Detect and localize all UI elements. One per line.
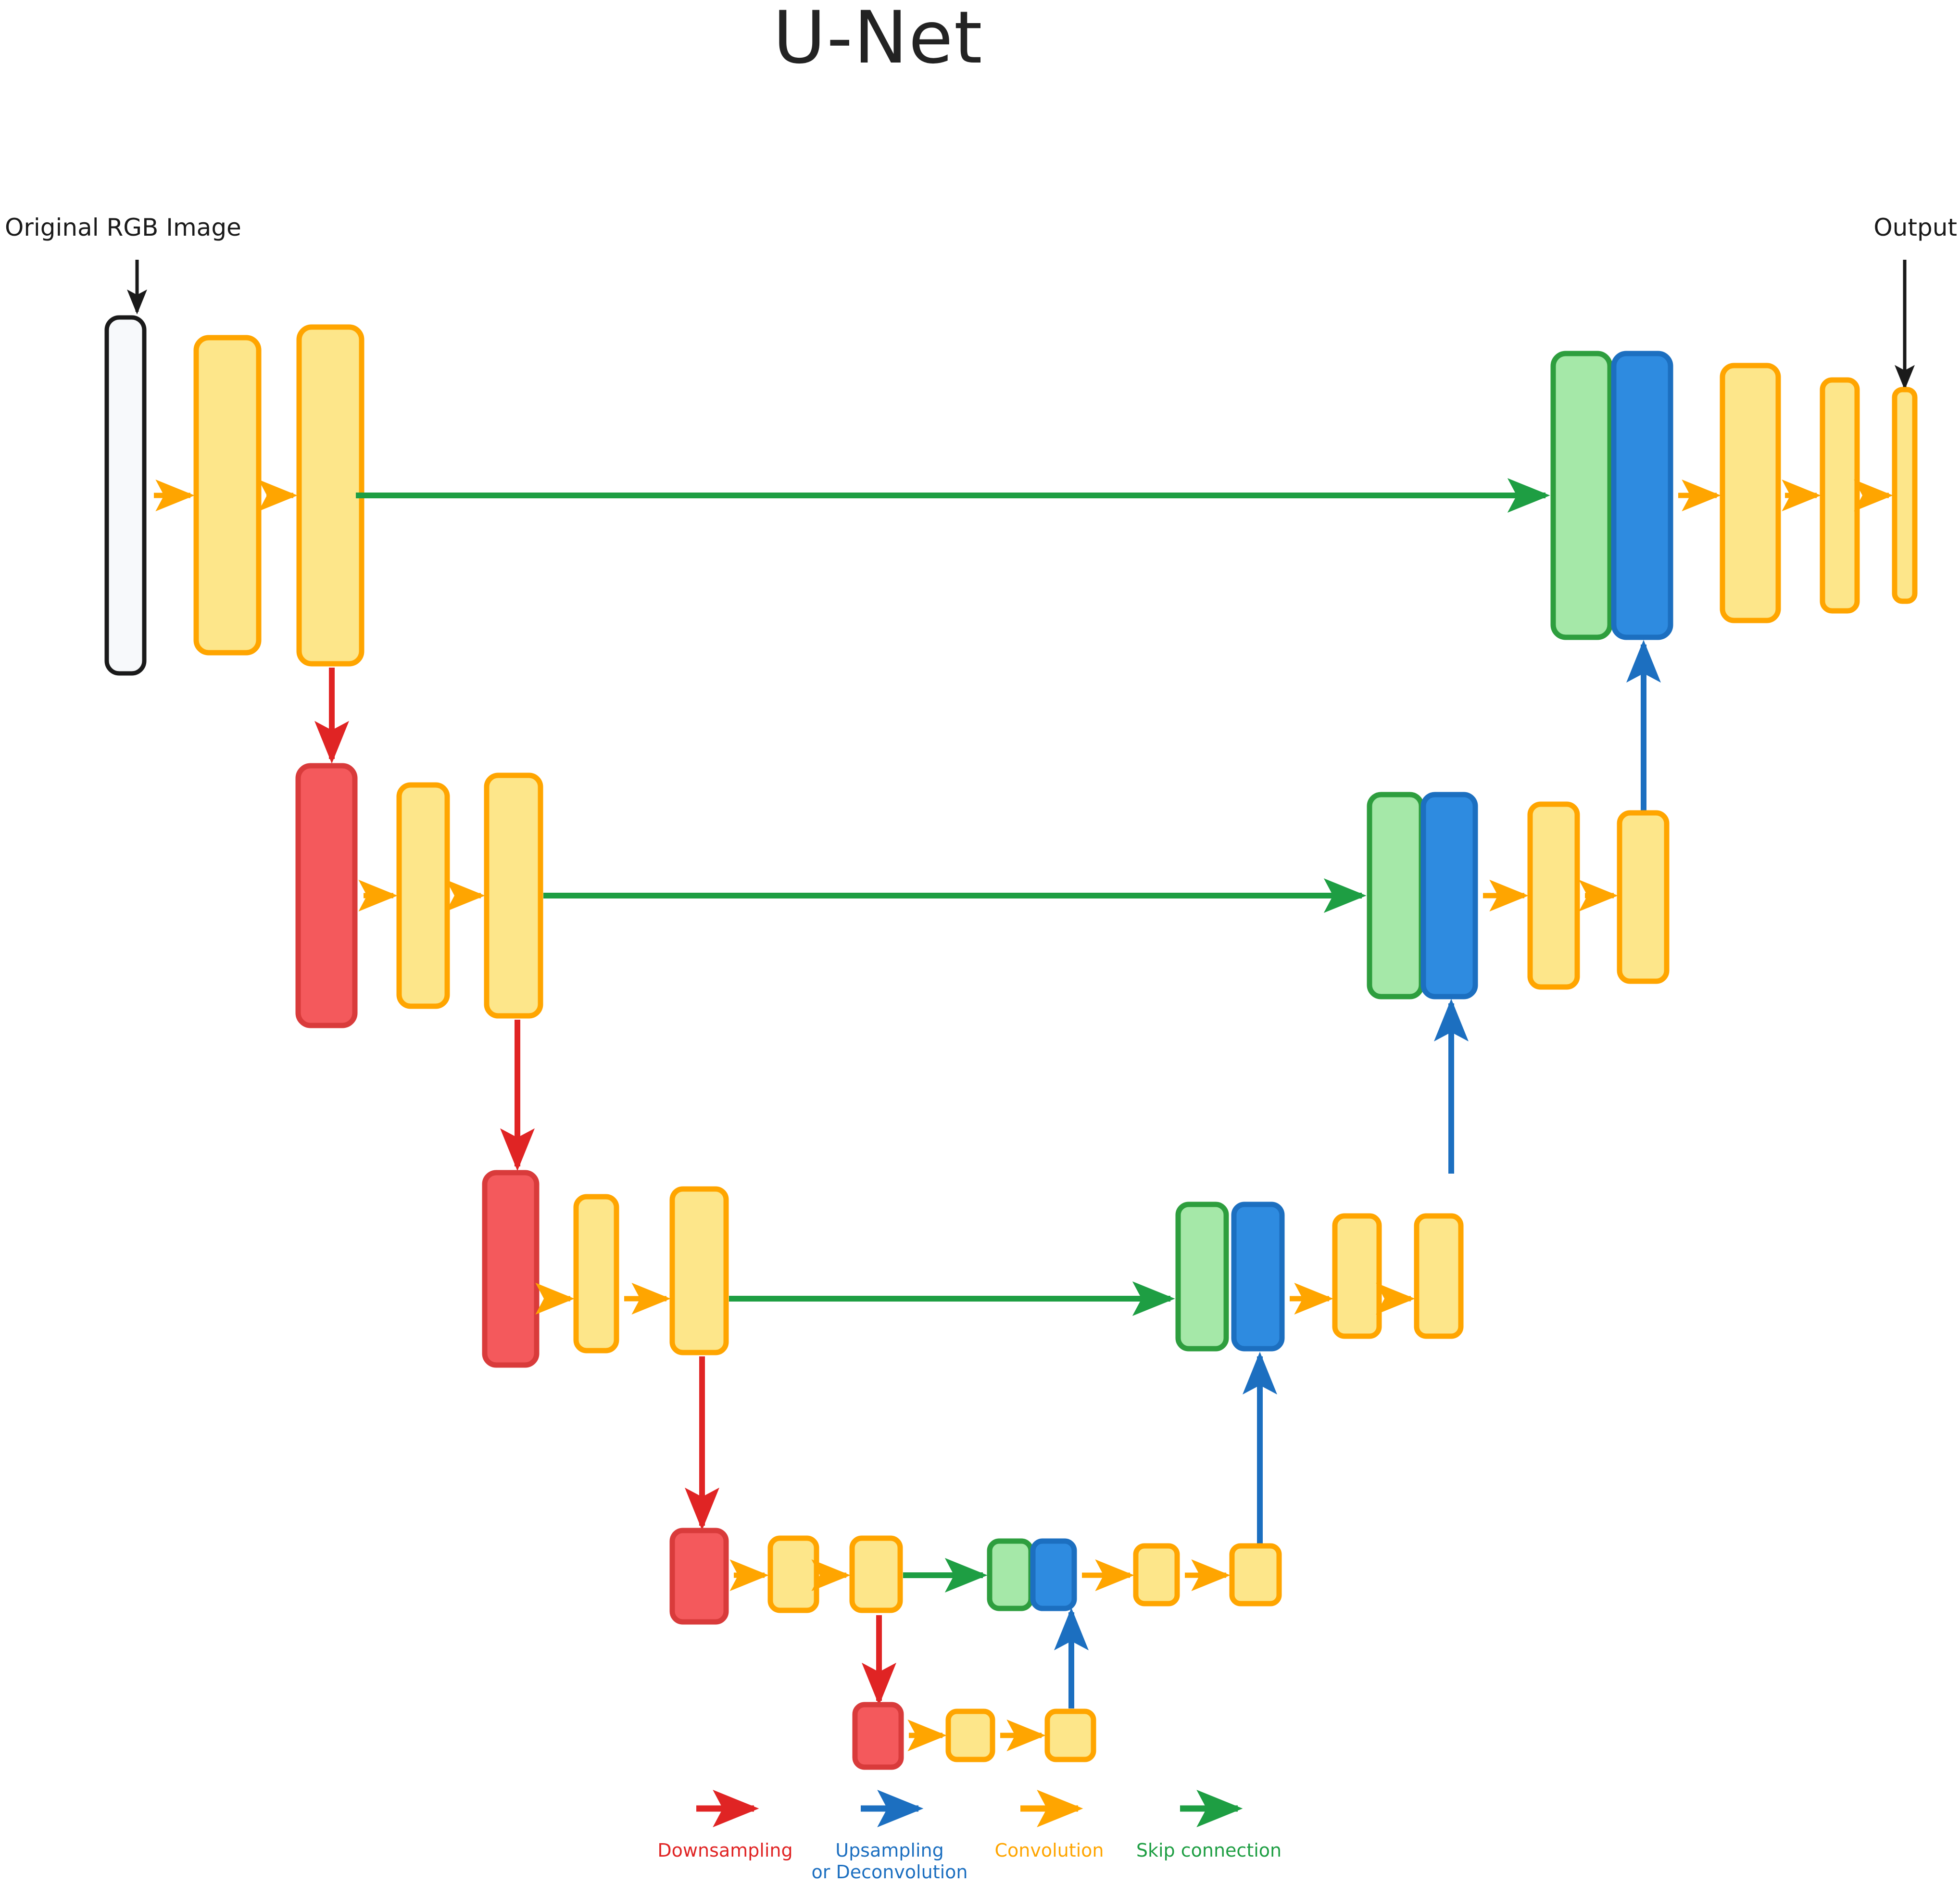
block-output[interactable]	[1892, 387, 1918, 604]
output-label: Output	[1873, 214, 1957, 241]
block-bottleneck-downsample[interactable]	[852, 1702, 904, 1770]
block-enc4-downsample[interactable]	[669, 1528, 729, 1625]
level-2-row	[295, 763, 1670, 1028]
block-dec1-skip[interactable]	[1550, 351, 1613, 640]
legend-label-downsampling: Downsampling	[657, 1840, 792, 1861]
block-input-image[interactable]	[104, 315, 147, 676]
block-bottleneck-conv2[interactable]	[1044, 1708, 1096, 1762]
legend-label-skip: Skip connection	[1136, 1840, 1282, 1861]
legend-label-upsampling-line2: or Deconvolution	[812, 1861, 968, 1883]
legend: Downsampling Upsampling or Deconvolution…	[657, 1790, 1282, 1883]
block-enc1-conv1[interactable]	[193, 335, 262, 656]
block-enc2-conv2[interactable]	[484, 772, 543, 1019]
block-dec4-conv2[interactable]	[1229, 1543, 1282, 1607]
block-enc3-downsample[interactable]	[482, 1170, 540, 1368]
level-4-row	[669, 1528, 1282, 1625]
block-enc4-conv1[interactable]	[767, 1535, 819, 1613]
block-dec1-conv1[interactable]	[1720, 363, 1781, 623]
block-enc1-conv2[interactable]	[296, 324, 364, 667]
block-enc2-downsample[interactable]	[295, 763, 358, 1028]
block-dec3-conv1[interactable]	[1332, 1213, 1382, 1339]
block-enc4-conv2[interactable]	[849, 1535, 903, 1613]
level-1-row	[104, 315, 1918, 676]
block-dec3-conv2[interactable]	[1414, 1213, 1464, 1339]
page-title: U-Net	[773, 0, 983, 80]
legend-label-upsampling: Upsampling	[835, 1840, 943, 1861]
level-3-row	[482, 1170, 1464, 1368]
block-dec4-skip[interactable]	[987, 1538, 1034, 1611]
block-dec2-conv2[interactable]	[1617, 810, 1670, 984]
legend-label-convolution: Convolution	[994, 1840, 1104, 1861]
block-dec4-upsample[interactable]	[1030, 1538, 1077, 1611]
block-dec4-conv1[interactable]	[1133, 1543, 1180, 1607]
block-enc3-conv1[interactable]	[573, 1194, 619, 1354]
block-enc2-conv1[interactable]	[396, 782, 450, 1009]
block-dec1-conv2[interactable]	[1820, 377, 1860, 614]
block-dec1-upsample[interactable]	[1611, 351, 1673, 640]
block-dec2-conv1[interactable]	[1527, 801, 1580, 990]
level-5-bottleneck-row	[852, 1702, 1096, 1770]
block-dec2-skip[interactable]	[1367, 792, 1424, 999]
block-enc3-conv2[interactable]	[669, 1186, 729, 1355]
block-dec2-upsample[interactable]	[1420, 792, 1478, 999]
input-label: Original RGB Image	[5, 214, 241, 241]
block-dec3-skip[interactable]	[1175, 1202, 1229, 1352]
block-bottleneck-conv1[interactable]	[945, 1708, 995, 1762]
block-dec3-upsample[interactable]	[1231, 1202, 1285, 1352]
